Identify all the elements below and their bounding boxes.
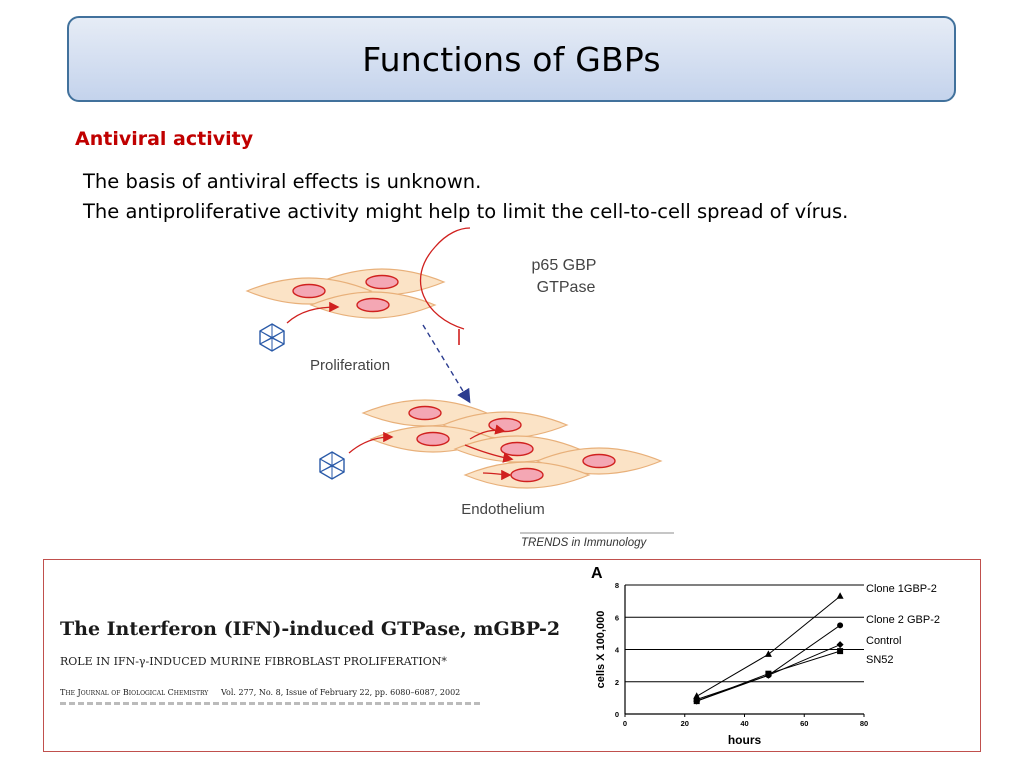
slide-title: Functions of GBPs: [362, 39, 661, 79]
infection-arrow-top: [286, 301, 340, 324]
y-tick-label: 4: [615, 646, 620, 655]
y-tick-label: 8: [615, 581, 619, 590]
body-line-1: The basis of antiviral effects is unknow…: [83, 170, 482, 193]
p65-gbp-label: p65 GBP: [532, 257, 597, 274]
source-label: TRENDS in Immunology: [521, 537, 648, 549]
data-point: [836, 641, 844, 649]
panel-label: A: [591, 565, 603, 582]
journal-name: The Journal of Biological Chemistry: [60, 688, 209, 697]
data-point: [764, 650, 772, 657]
paper-subtitle: ROLE IN IFN-γ-INDUCED MURINE FIBROBLAST …: [60, 655, 447, 668]
proliferation-label: Proliferation: [310, 357, 390, 374]
data-point: [765, 670, 772, 677]
data-point: [693, 698, 700, 705]
spread-arrow-2: [464, 444, 514, 463]
spread-arrow-3: [482, 469, 512, 481]
infection-arrow-bottom: [348, 431, 394, 454]
reference-box: The Interferon (IFN)-induced GTPase, mGB…: [43, 559, 981, 752]
inhibition-arc: [419, 227, 471, 330]
paper-title: The Interferon (IFN)-induced GTPase, mGB…: [60, 618, 561, 640]
title-box: Functions of GBPs: [67, 16, 956, 102]
proliferation-arrow: [422, 324, 471, 404]
legend-entry-0: Clone 1GBP-2: [866, 583, 937, 595]
section-subtitle: Antiviral activity: [75, 128, 254, 150]
x-tick-label: 60: [800, 719, 808, 728]
x-tick-label: 20: [681, 719, 689, 728]
endothelium-label: Endothelium: [461, 501, 544, 518]
series-line-1: [696, 624, 841, 700]
data-point: [837, 622, 844, 629]
legend-entry-2: Control: [866, 635, 901, 647]
data-point: [837, 648, 844, 655]
y-tick-label: 0: [615, 710, 619, 719]
legend-entry-1: Clone 2 GBP-2: [866, 614, 940, 626]
y-tick-label: 2: [615, 678, 619, 687]
virus-icon-bottom: [319, 451, 345, 480]
virus-icon-top: [259, 323, 285, 352]
x-tick-label: 80: [860, 719, 868, 728]
y-axis-label: cells X 100,000: [595, 611, 607, 689]
data-point: [836, 592, 844, 599]
citation-details: Vol. 277, No. 8, Issue of February 22, p…: [220, 688, 461, 697]
proliferation-diagram: p65 GBP GTPase Proliferation Endothelium…: [246, 227, 674, 549]
x-tick-label: 0: [623, 719, 627, 728]
x-axis-label: hours: [728, 733, 762, 747]
y-tick-label: 6: [615, 613, 619, 622]
spread-arrow-1: [469, 424, 506, 440]
cropped-text-edge: [60, 702, 480, 705]
gtpase-label: GTPase: [537, 279, 596, 296]
x-tick-label: 40: [740, 719, 748, 728]
body-line-2: The antiproliferative activity might hel…: [83, 200, 849, 223]
legend-entry-3: SN52: [866, 654, 894, 666]
paper-citation: The Journal of Biological Chemistry Vol.…: [60, 688, 460, 697]
